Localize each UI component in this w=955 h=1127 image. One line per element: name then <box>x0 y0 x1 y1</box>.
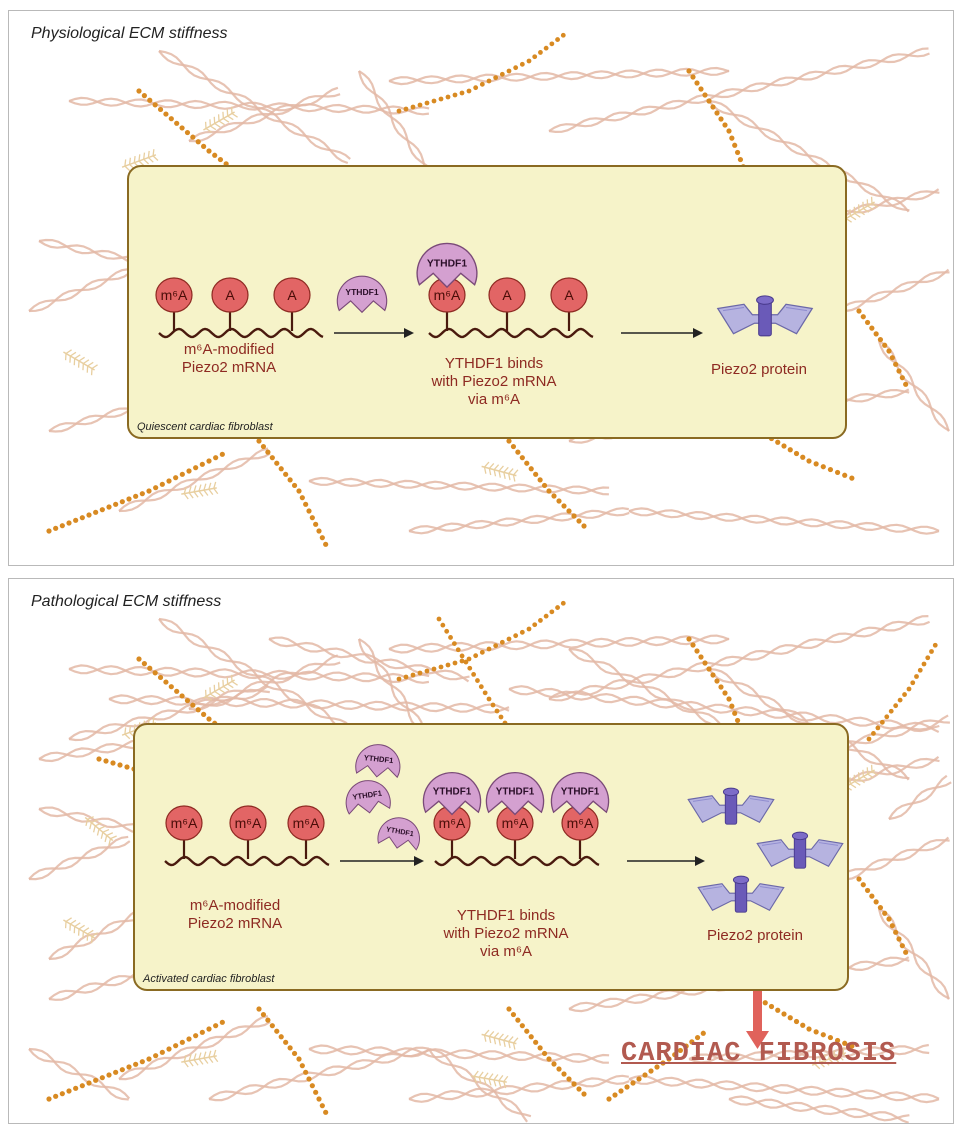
piezo2-protein <box>757 832 843 868</box>
collagen-fiber <box>189 88 340 141</box>
protein-label: YTHDF1 <box>496 787 535 798</box>
process-arrow <box>621 328 703 338</box>
protein-label: YTHDF1 <box>345 287 378 297</box>
site-label: m⁶A <box>161 287 188 303</box>
site-label: m⁶A <box>171 815 198 831</box>
fibril <box>480 1029 518 1050</box>
m6a-site: m⁶A <box>288 806 324 840</box>
site-label: A <box>502 287 512 303</box>
beaded-fiber <box>46 452 225 534</box>
fibril <box>180 1050 218 1068</box>
fibril <box>60 915 97 943</box>
beaded-fiber <box>506 438 586 528</box>
mrna-label-1: m⁶A-modified Piezo2 mRNA <box>175 897 295 933</box>
process-arrow <box>627 856 705 866</box>
ythdf1-protein: YTHDF1 <box>355 742 402 779</box>
collagen-fiber <box>629 1076 939 1102</box>
collagen-fiber <box>839 837 950 879</box>
protein-label: YTHDF1 <box>427 258 467 269</box>
site-label: A <box>564 287 574 303</box>
collagen-fiber <box>409 508 629 533</box>
process-arrow <box>334 328 414 338</box>
adenosine-site: A <box>274 278 310 312</box>
collagen-fiber <box>409 1076 629 1102</box>
protein-label: YTHDF1 <box>561 787 600 798</box>
mrna-strand <box>435 839 599 865</box>
collagen-fiber <box>29 269 130 311</box>
beaded-fiber <box>46 1020 225 1102</box>
collagen-fiber <box>729 1097 909 1123</box>
collagen-fiber <box>879 341 949 431</box>
collagen-fiber <box>309 478 609 494</box>
fibril <box>180 482 218 500</box>
cell-type-label: Quiescent cardiac fibroblast <box>137 421 273 433</box>
m6a-site: m⁶A <box>156 278 192 312</box>
mrna-strand <box>429 311 593 337</box>
ythdf1-protein: YTHDF1 <box>486 773 543 815</box>
site-label: m⁶A <box>567 815 594 831</box>
ythdf1-protein: YTHDF1 <box>551 773 608 815</box>
fibril <box>480 461 518 482</box>
binding-label: YTHDF1 binds with Piezo2 mRNA via m⁶A <box>419 355 569 409</box>
mrna-strand <box>159 311 323 337</box>
collagen-fiber <box>389 636 729 653</box>
site-label: m⁶A <box>293 815 320 831</box>
adenosine-site: A <box>212 278 248 312</box>
process-arrow <box>340 856 424 866</box>
piezo2-protein <box>718 296 813 336</box>
collagen-fiber <box>119 449 270 512</box>
piezo2-protein <box>688 788 774 824</box>
cardiac-fibrosis-outcome: CARDIAC FIBROSIS <box>621 1039 896 1069</box>
site-label: m⁶A <box>434 287 461 303</box>
collagen-fiber <box>359 71 431 173</box>
collagen-fiber <box>209 1048 429 1100</box>
collagen-fiber <box>29 837 130 879</box>
collagen-fiber <box>119 1016 270 1079</box>
site-label: A <box>287 287 297 303</box>
ythdf1-protein: YTHDF1 <box>423 773 480 815</box>
protein-label: YTHDF1 <box>433 787 472 798</box>
piezo2-protein-label: Piezo2 protein <box>695 927 815 945</box>
mrna-strand <box>165 839 329 865</box>
ythdf1-protein: YTHDF1 <box>417 243 477 287</box>
site-label: m⁶A <box>235 815 262 831</box>
panel-title: Pathological ECM stiffness <box>31 593 221 611</box>
collagen-fiber <box>629 508 939 533</box>
ythdf1-protein: YTHDF1 <box>343 778 391 816</box>
piezo2-protein <box>698 876 784 912</box>
collagen-fiber <box>879 909 949 999</box>
ythdf1-protein: YTHDF1 <box>337 276 386 312</box>
collagen-fiber <box>309 1046 609 1063</box>
activated-fibroblast-cell: m⁶Am⁶Am⁶AYTHDF1YTHDF1YTHDF1m⁶Am⁶Am⁶AYTHD… <box>133 723 849 991</box>
adenosine-site: A <box>551 278 587 312</box>
m6a-site: m⁶A <box>230 806 266 840</box>
fibril <box>81 813 116 845</box>
binding-label: YTHDF1 binds with Piezo2 mRNA via m⁶A <box>431 907 581 961</box>
m6a-site: m⁶A <box>166 806 202 840</box>
adenosine-site: A <box>489 278 525 312</box>
collagen-fiber <box>889 776 951 819</box>
site-label: m⁶A <box>439 815 466 831</box>
beaded-fiber <box>686 68 748 176</box>
collagen-fiber <box>39 240 140 264</box>
collagen-fiber <box>389 68 729 84</box>
ythdf1-protein: YTHDF1 <box>377 814 423 851</box>
piezo2-protein-label: Piezo2 protein <box>699 361 819 379</box>
pathological-panel: Pathological ECM stiffness m⁶A m⁶A m⁶A YTHD… <box>8 578 954 1124</box>
panel-title: Physiological ECM stiffness <box>31 25 228 43</box>
collagen-fiber <box>839 270 950 311</box>
cell-type-label: Activated cardiac fibroblast <box>143 973 274 985</box>
fibril <box>60 347 97 375</box>
site-label: A <box>225 287 235 303</box>
mrna-label-1: m⁶A-modified Piezo2 mRNA <box>169 341 289 377</box>
quiescent-fibroblast-cell: m⁶A A A YTHDF1 m⁶A A A YTHDF1 m⁶A-modified Piez… <box>127 165 847 439</box>
site-label: m⁶A <box>502 815 529 831</box>
